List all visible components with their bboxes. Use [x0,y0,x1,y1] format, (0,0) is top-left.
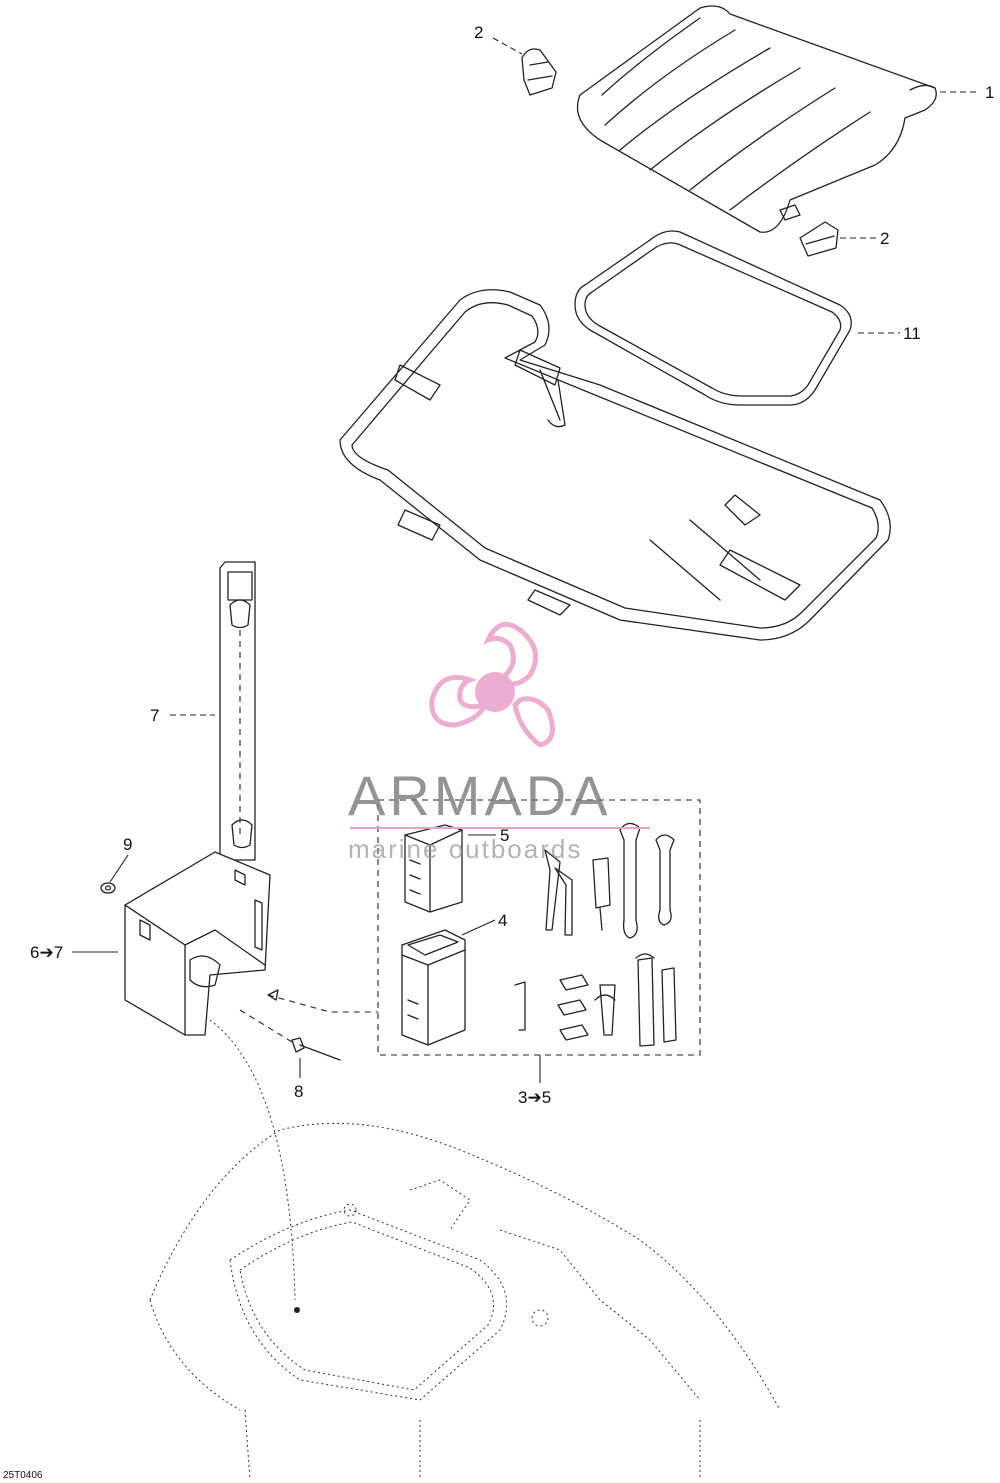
diagram-reference-code: 25T0406 [3,1470,43,1481]
tool-bag-open [401,929,466,1046]
callout-8: 8 [294,1082,303,1101]
leader-lines [72,37,980,1083]
toolbag-holder [124,851,271,1036]
callout-2-upper: 2 [474,23,483,42]
callout-4: 4 [498,911,507,930]
watermark-logo-icon [429,621,555,748]
callout-1: 1 [985,83,994,102]
socket-wrench-tube-small [661,967,677,1043]
spark-plug-tool [594,984,616,1036]
callout-9: 9 [123,835,132,854]
grab-rail-frame [339,289,891,641]
callout-5: 5 [500,826,509,845]
callout-6-7: 6➔7 [30,943,63,962]
callout-3-5: 3➔5 [518,1088,551,1107]
watermark-tagline: marine outboards [348,834,582,864]
watermark-brand: ARMADA [348,764,612,827]
lid-seal [574,230,852,406]
fuses [557,974,589,1041]
screwdriver [592,857,611,931]
socket-wrench-tube [635,953,655,1047]
retaining-strap [219,561,256,861]
pliers [544,849,573,936]
tool-kit-group [267,799,701,1056]
storage-lid-cover [576,5,937,233]
clip-lower [799,221,839,257]
callout-2-lower: 2 [880,229,889,248]
hull-storage-compartment [149,1019,781,1481]
clip-upper [521,48,557,96]
rivet [239,1009,341,1061]
allen-key [514,981,526,1031]
tool-bag [404,824,463,913]
callout-11: 11 [903,324,921,343]
callout-7: 7 [150,706,159,725]
wrench-small [655,834,675,926]
washer [100,882,116,894]
wrench-large [619,822,641,939]
